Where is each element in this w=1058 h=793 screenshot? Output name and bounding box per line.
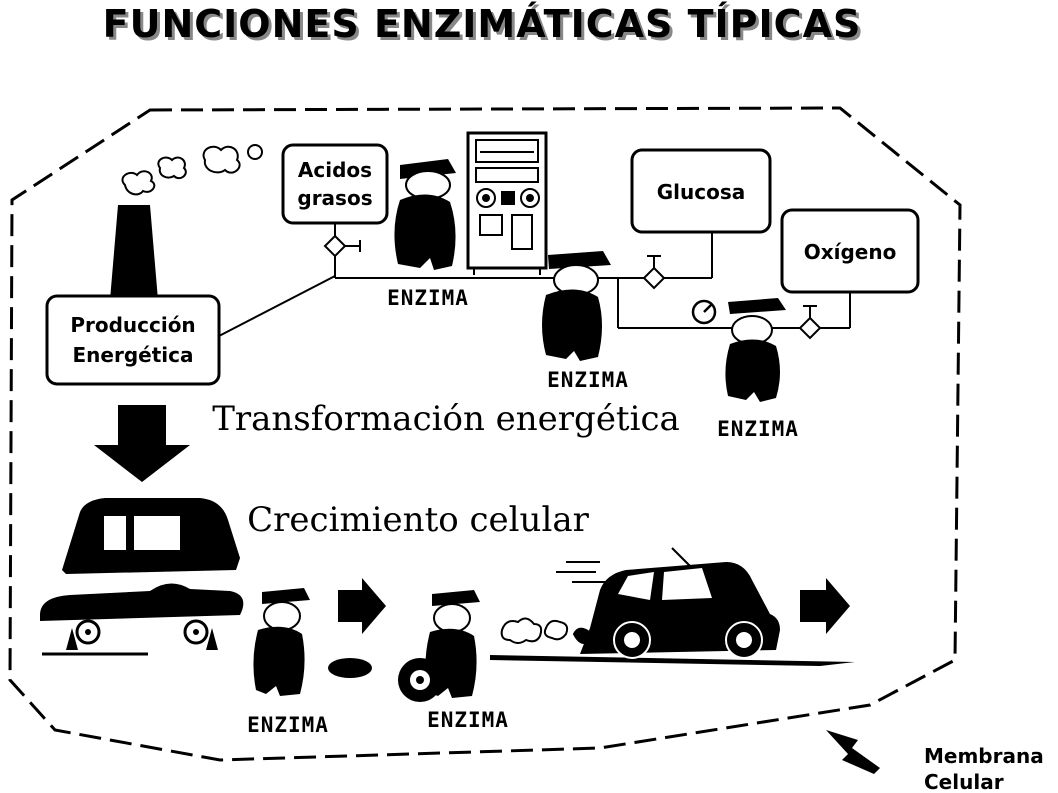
membrane-label-2: Celular: [924, 770, 1004, 793]
valve-icon: [642, 255, 666, 290]
produccion-label-1: Producción: [70, 313, 195, 337]
enzyme-worker-icon: [394, 159, 456, 270]
factory-chimney-icon: [110, 144, 263, 300]
control-machine-icon: [466, 131, 548, 275]
enzyme-label: ENZIMA: [427, 708, 509, 732]
exhaust-smoke-icon: [500, 617, 592, 644]
box-acidos-grasos: Acidos grasos: [281, 143, 389, 225]
finished-car-icon: [580, 547, 780, 659]
road-line: [490, 655, 855, 666]
enzyme-worker-icon: [725, 298, 786, 402]
acidos-label-2: grasos: [297, 186, 372, 210]
right-arrow-icon: [800, 578, 850, 634]
oxigeno-label: Oxígeno: [804, 240, 897, 264]
membrane-label-1: Membrana: [924, 744, 1044, 768]
car-chassis-icon: [40, 583, 244, 656]
tire-icon: [398, 658, 442, 702]
caption-crecimiento: Crecimiento celular: [247, 500, 589, 540]
diagram-title-shadow: FUNCIONES ENZIMÁTICAS TÍPICAS: [106, 5, 865, 49]
enzyme-label: ENZIMA: [247, 713, 329, 737]
box-glucosa: Glucosa: [630, 148, 772, 234]
enzyme-label: ENZIMA: [547, 368, 629, 392]
car-seat-icon: [328, 658, 372, 678]
down-arrow-icon: [94, 405, 190, 482]
enzyme-worker-icon: [253, 588, 310, 696]
valve-icon: [323, 234, 361, 258]
acidos-label-1: Acidos: [298, 158, 372, 182]
enzyme-label: ENZIMA: [717, 417, 799, 441]
enzyme-label: ENZIMA: [387, 286, 469, 310]
speed-lines: [556, 561, 608, 583]
box-oxigeno: Oxígeno: [780, 208, 920, 294]
valve-icon: [798, 305, 822, 340]
box-produccion-energetica: Producción Energética: [45, 294, 221, 386]
glucosa-label: Glucosa: [657, 180, 746, 204]
car-body-icon: [62, 498, 240, 574]
right-arrow-icon: [338, 578, 386, 634]
diagram-title: FUNCIONES ENZIMÁTICAS TÍPICAS: [103, 2, 862, 46]
enzyme-worker-icon: [542, 251, 611, 361]
cell-membrane-outline: [8, 106, 962, 762]
produccion-label-2: Energética: [73, 343, 194, 367]
membrane-pointer-arrow-icon: [826, 730, 880, 774]
pressure-gauge-icon: [691, 299, 717, 325]
caption-transformacion: Transformación energética: [212, 399, 680, 439]
